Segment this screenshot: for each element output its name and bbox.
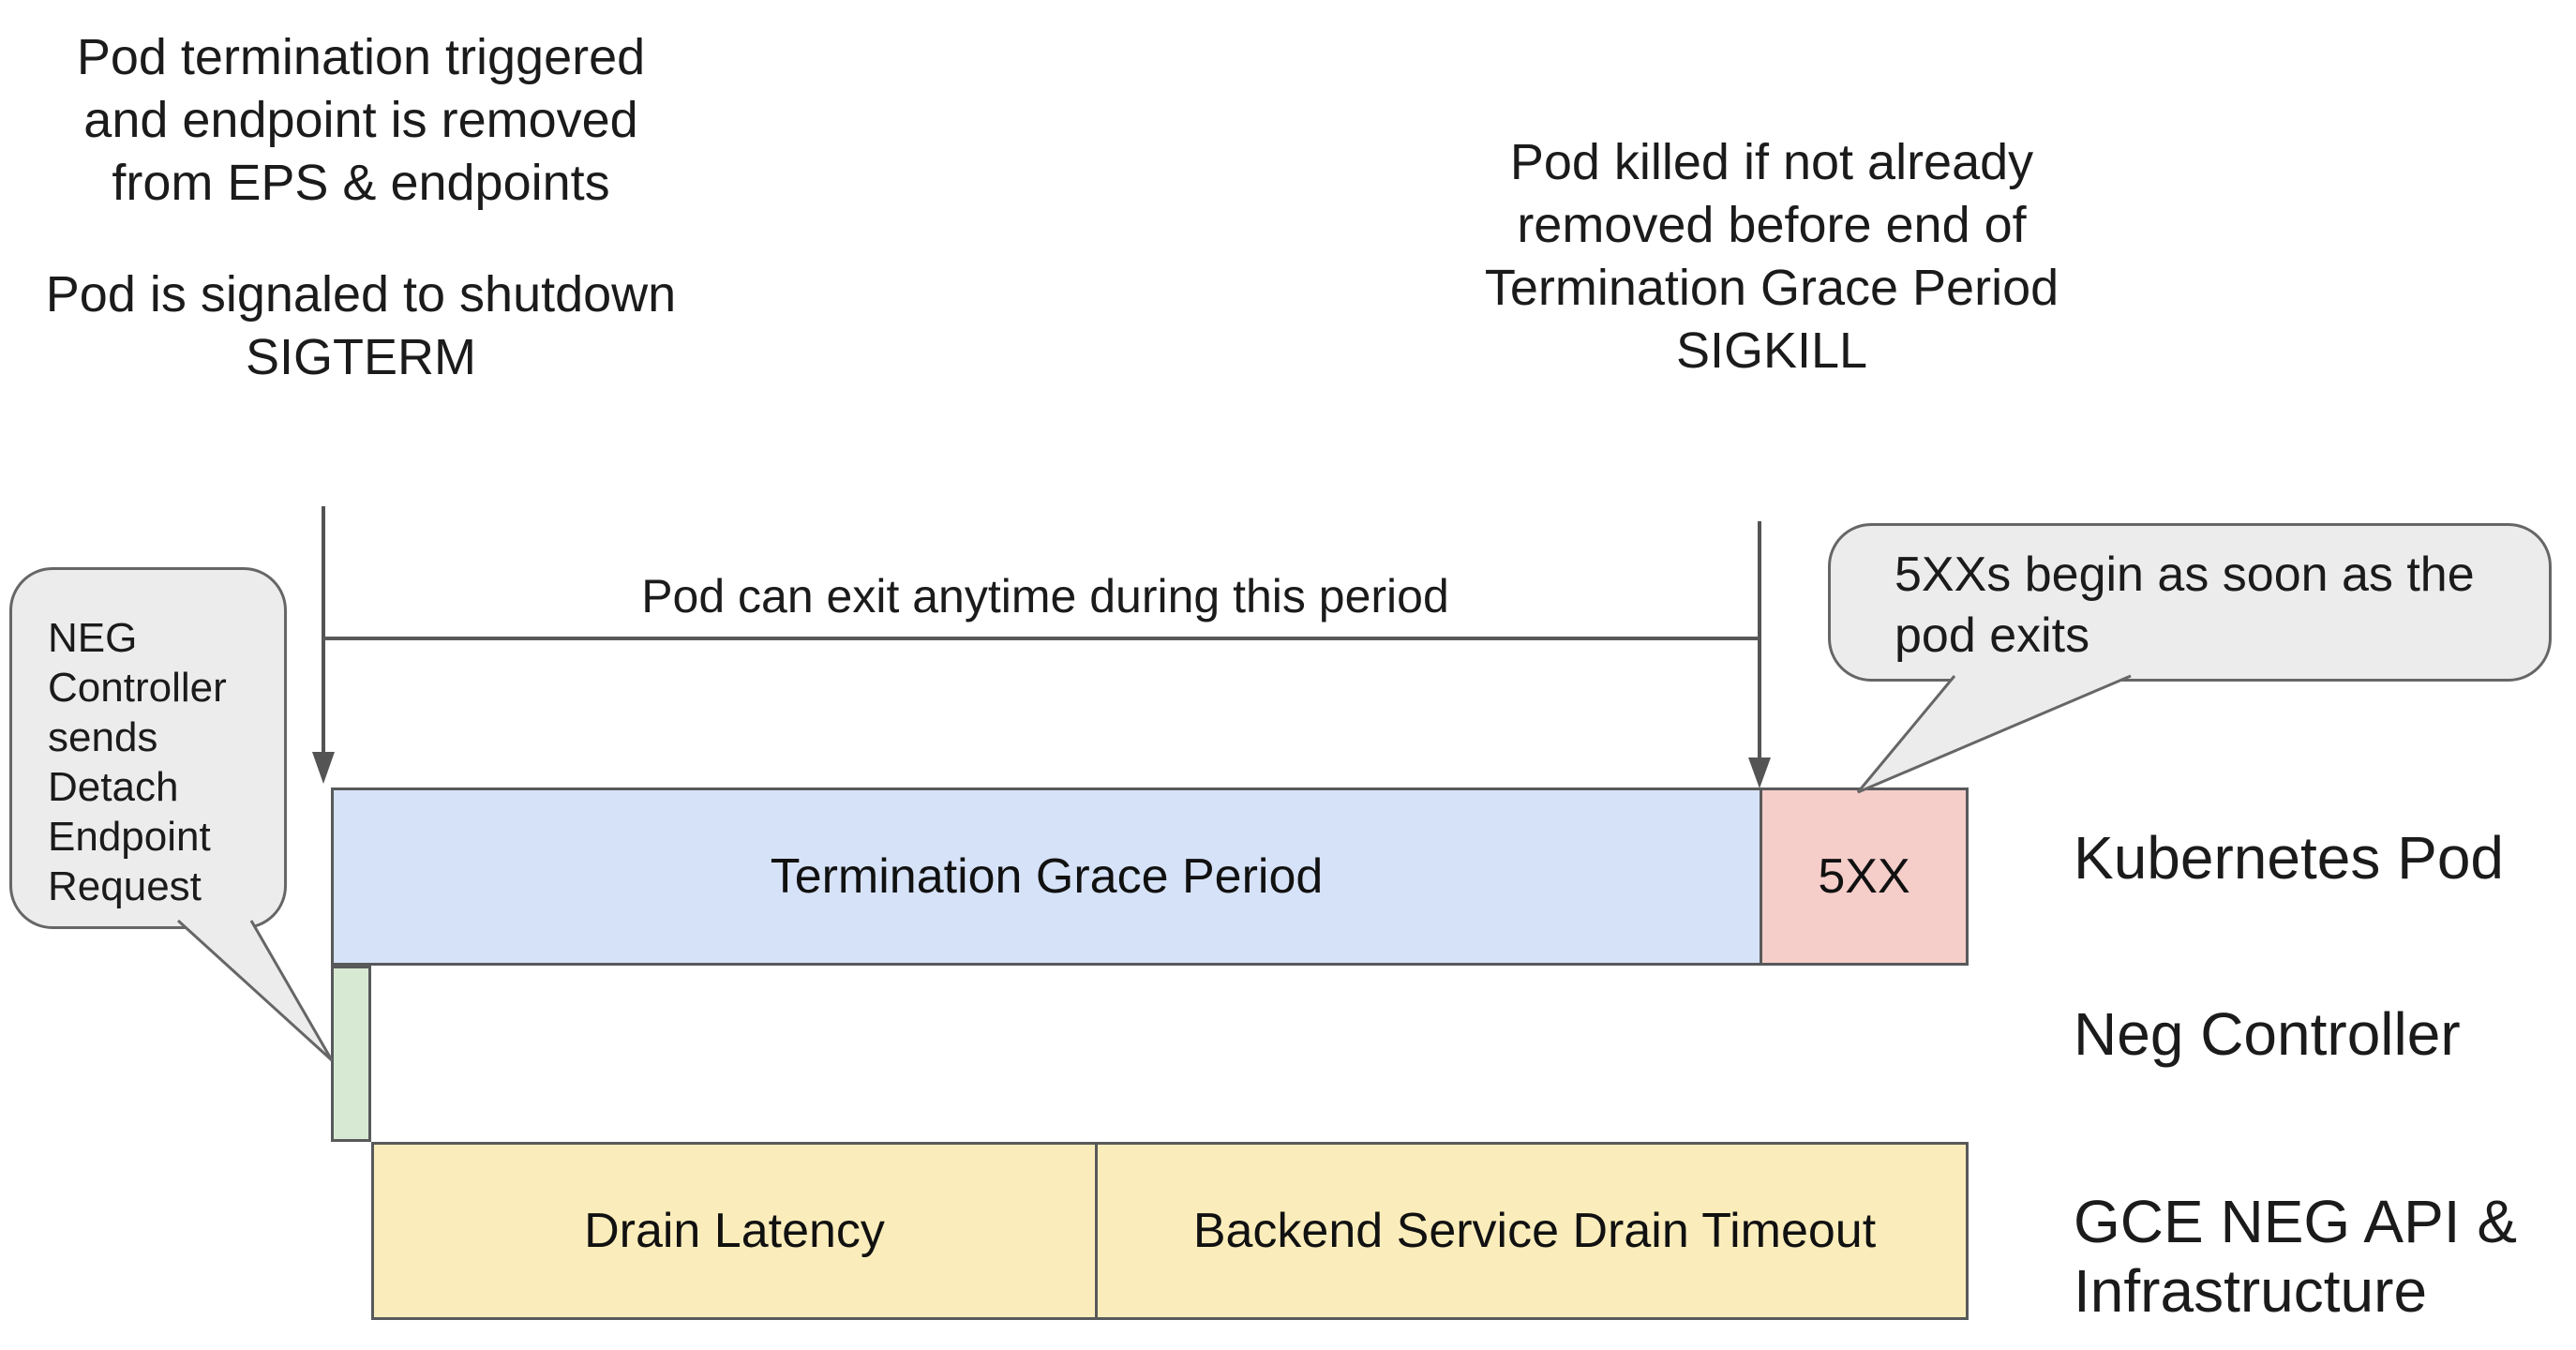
five-xx-label: 5XX [1818,849,1910,904]
row-label-neg-controller: Neg Controller [2074,1000,2461,1068]
row-label-gce-line2: Infrastructure [2074,1257,2428,1325]
bubble-line: Controller [48,665,227,711]
neg-controller-bubble: NEG Controller sends Detach Endpoint Req… [9,567,287,929]
termination-grace-period-label: Termination Grace Period [770,849,1324,904]
drain-divider [1095,1145,1098,1317]
note-line: Pod is signaled to shutdown [45,266,677,322]
five-xx-bubble: 5XXs begin as soon as the pod exits [1828,523,2552,682]
sigterm-arrowhead-icon [312,752,335,784]
five-xx-bar: 5XX [1760,788,1969,966]
pod-killed-note: Pod killed if not already removed before… [1425,131,2119,382]
bubble-line: pod exits [1895,608,2090,663]
note-line: Pod termination triggered [76,29,646,85]
gce-drain-bar: Drain Latency Backend Service Drain Time… [371,1142,1969,1320]
bubble-line: sends [48,714,158,760]
note-line: SIGKILL [1675,322,1868,379]
bubble-line: Detach [48,764,179,810]
bubble-line: NEG [48,615,138,661]
row-label-kubernetes-pod: Kubernetes Pod [2074,824,2504,892]
sigkill-arrowhead-icon [1748,758,1771,788]
pod-termination-note: Pod termination triggered and endpoint i… [14,26,708,389]
drain-latency-label: Drain Latency [584,1204,885,1258]
bubble-line: Request [48,863,202,909]
row-label-gce-line1: GCE NEG API & [2074,1188,2518,1255]
termination-grace-period-bar: Termination Grace Period [331,788,1762,966]
neg-detach-bar [331,966,371,1142]
note-line: SIGTERM [245,329,476,385]
note-line: Termination Grace Period [1484,260,2059,316]
bubble-line: 5XXs begin as soon as the [1895,548,2475,602]
backend-drain-timeout-label: Backend Service Drain Timeout [1192,1204,1877,1258]
period-exit-label: Pod can exit anytime during this period [641,570,1449,622]
note-line: removed before end of [1517,197,2027,253]
bubble-line: Endpoint [48,814,211,860]
left-bubble-tail [176,919,334,1062]
note-line: from EPS & endpoints [112,155,610,211]
note-line: and endpoint is removed [83,92,638,148]
row-label-gce: GCE NEG API & Infrastructure [2074,1187,2517,1326]
note-line: Pod killed if not already [1509,134,2034,190]
right-bubble-tail [1856,674,2132,794]
